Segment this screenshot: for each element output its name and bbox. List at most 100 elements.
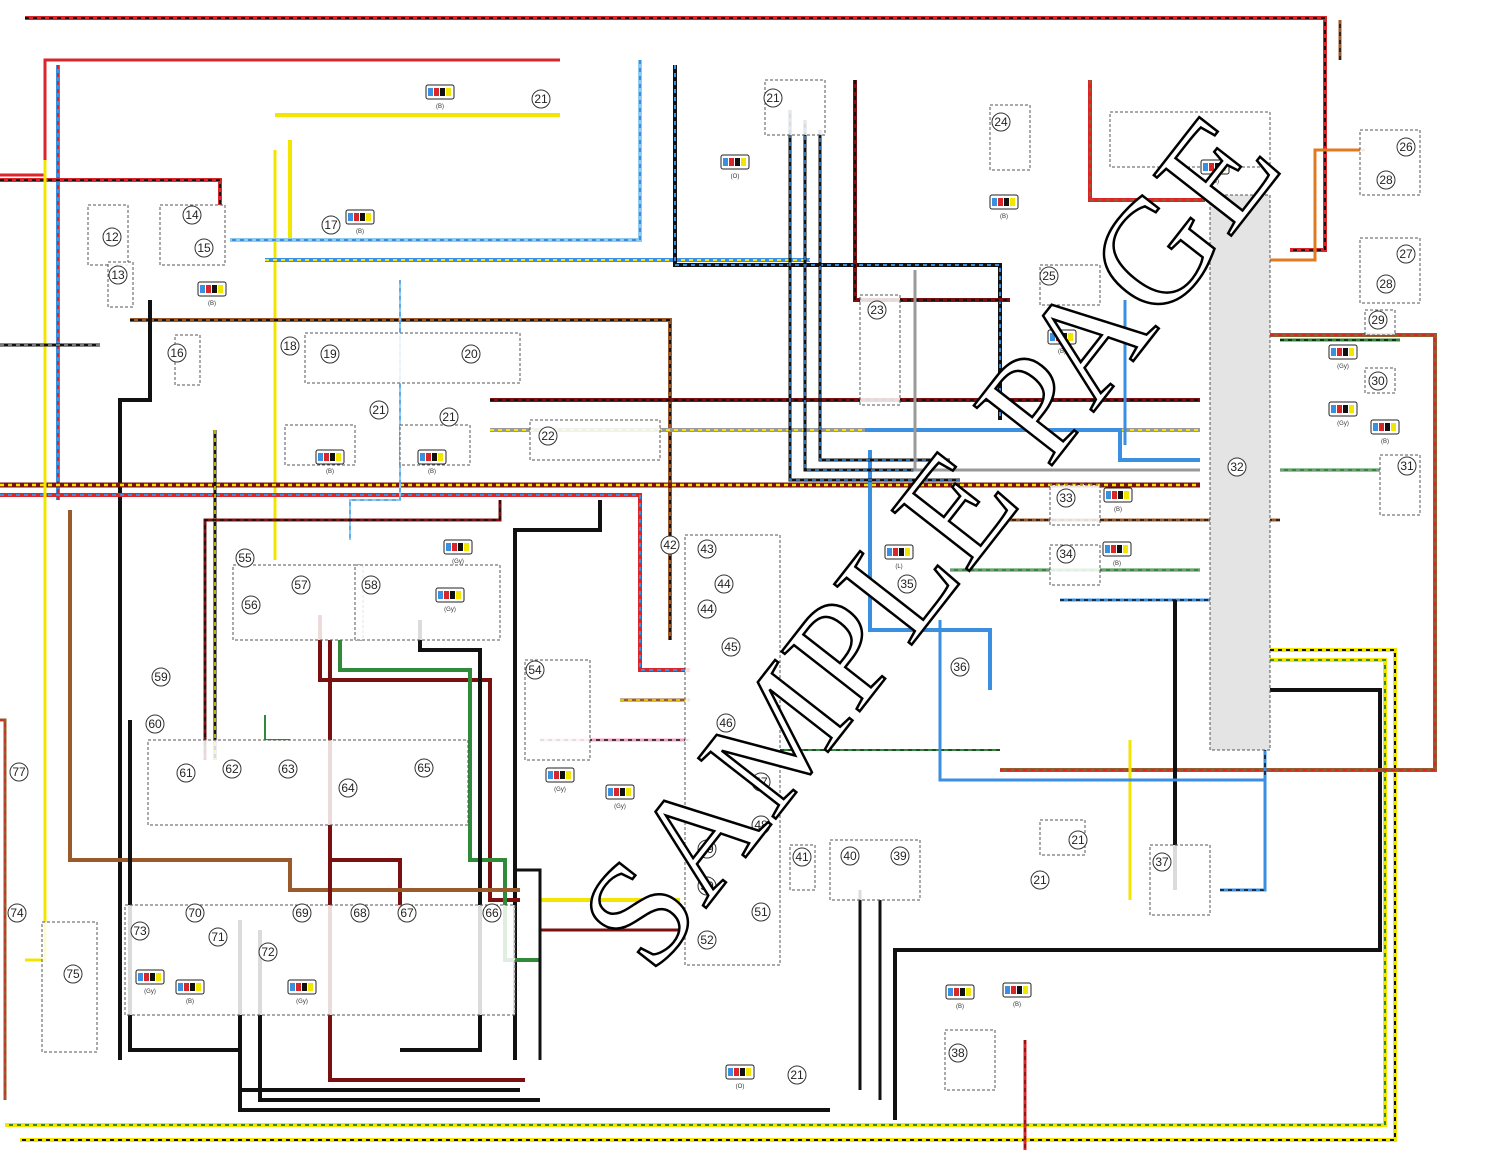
wire-tracer: [854, 80, 1010, 301]
callout-circle: [9, 762, 29, 782]
connector-label: (B): [1000, 214, 1008, 220]
component-68: 68: [350, 903, 370, 923]
component-number: 40: [843, 849, 857, 863]
callout-circle: [716, 713, 736, 733]
pin-icon: [452, 543, 457, 551]
component-46: 46: [716, 713, 736, 733]
pin-icon: [428, 88, 433, 96]
pin-icon: [1017, 986, 1022, 994]
component-31: 31: [1397, 456, 1417, 476]
pin-icon: [450, 591, 455, 599]
component-60: 60: [145, 714, 165, 734]
component-box: [354, 564, 501, 641]
callout-circle: [1376, 170, 1396, 190]
callout-circle: [950, 657, 970, 677]
component-13: 13: [108, 265, 128, 285]
connector: (B): [1002, 982, 1032, 1008]
pin-icon: [150, 973, 155, 981]
callout-circle: [278, 759, 298, 779]
component-63: 63: [278, 759, 298, 779]
component-number: 44: [700, 602, 714, 616]
component-number: 17: [324, 218, 338, 232]
pin-icon: [1349, 348, 1354, 356]
wire-darkred: [318, 615, 520, 902]
pin-icon: [354, 213, 359, 221]
component-71: 71: [208, 927, 228, 947]
component-number: 67: [400, 906, 414, 920]
pin-icon: [1056, 333, 1061, 341]
pin-icon: [432, 453, 437, 461]
wire-tracer: [5, 659, 1386, 1126]
component-number: 33: [1059, 491, 1073, 505]
connector: (Gy): [545, 767, 575, 793]
component-number: 73: [133, 924, 147, 938]
component-number: 61: [179, 766, 193, 780]
connector: (B): [1370, 419, 1400, 445]
callout-circle: [763, 88, 783, 108]
component-38: 38: [948, 1043, 968, 1063]
callout-circle: [890, 846, 910, 866]
component-number: 28: [1379, 173, 1393, 187]
component-number: 21: [442, 410, 456, 424]
pin-icon: [899, 548, 904, 556]
pin-icon: [1106, 491, 1111, 499]
callout-circle: [1227, 457, 1247, 477]
component-box: [147, 739, 469, 826]
component-box: [684, 534, 781, 966]
component-box: [304, 332, 521, 384]
connector-label: (B): [1381, 439, 1389, 445]
callout-circle: [1397, 456, 1417, 476]
pin-icon: [893, 548, 898, 556]
component-number: 59: [154, 670, 168, 684]
callout-circle: [167, 343, 187, 363]
component-number: 43: [700, 542, 714, 556]
callout-circle: [235, 548, 255, 568]
pin-icon: [723, 158, 728, 166]
component-number: 47: [754, 775, 768, 789]
component-20: 20: [461, 344, 481, 364]
pin-icon: [1215, 163, 1220, 171]
pin-icon: [1005, 986, 1010, 994]
component-number: 70: [188, 906, 202, 920]
callout-circle: [714, 574, 734, 594]
component-52: 52: [697, 930, 717, 950]
callout-circle: [194, 238, 214, 258]
wire-black: [893, 688, 1382, 1120]
pin-icon: [1123, 545, 1128, 553]
callout-circle: [538, 426, 558, 446]
callout-circle: [840, 846, 860, 866]
pin-icon: [138, 973, 143, 981]
callout-circle: [1152, 852, 1172, 872]
pin-icon: [1331, 405, 1336, 413]
wire-tracer: [0, 494, 690, 671]
connector: (B): [1047, 329, 1077, 355]
component-23: 23: [867, 300, 887, 320]
component-number: 37: [1155, 855, 1169, 869]
pin-icon: [184, 983, 189, 991]
connector: (B): [345, 209, 375, 235]
callout-circle: [948, 1043, 968, 1063]
connector: (Gy): [135, 969, 165, 995]
connector: (B): [425, 84, 455, 110]
component-number: 16: [170, 346, 184, 360]
component-number: 21: [790, 1068, 804, 1082]
component-21: 21: [439, 407, 459, 427]
component-50: 50: [697, 876, 717, 896]
component-number: 75: [66, 967, 80, 981]
component-29: 29: [1368, 310, 1388, 330]
pin-icon: [190, 983, 195, 991]
pin-icon: [626, 788, 631, 796]
callout-circle: [1068, 830, 1088, 850]
pin-icon: [554, 771, 559, 779]
pin-icon: [887, 548, 892, 556]
component-21: 21: [531, 89, 551, 109]
pin-icon: [366, 213, 371, 221]
component-number: 62: [225, 762, 239, 776]
wire-tracer: [674, 65, 1001, 420]
component-39: 39: [890, 846, 910, 866]
callout-circle: [697, 839, 717, 859]
wire-black: [673, 65, 1002, 420]
pin-icon: [1373, 423, 1378, 431]
pin-icon: [212, 285, 217, 293]
callout-circle: [108, 265, 128, 285]
